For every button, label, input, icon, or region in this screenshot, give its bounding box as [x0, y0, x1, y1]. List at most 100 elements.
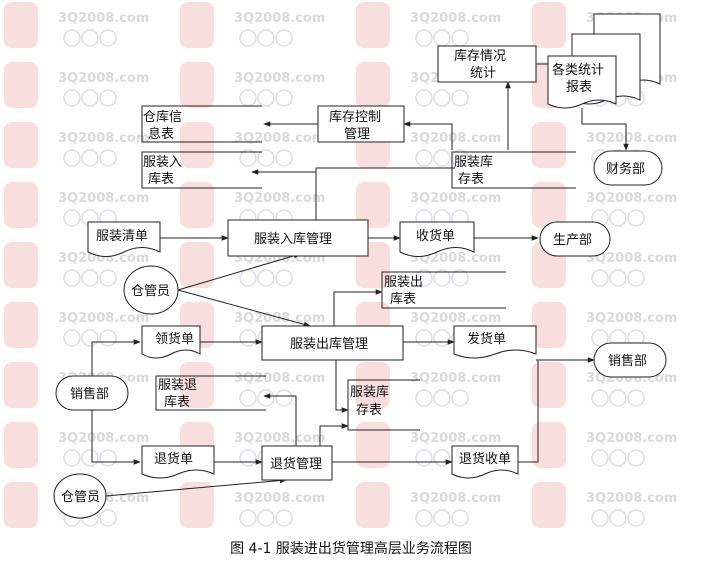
flow-keeper-to-storage-in [177, 253, 301, 291]
watermark-rings [239, 149, 293, 167]
watermark-logo [4, 362, 38, 408]
watermark-logo [532, 122, 566, 168]
watermark-tile: 3Q2008.com [180, 2, 325, 48]
watermark-logo [180, 182, 214, 228]
doc-stat-reports: 各类统计 报表 [547, 13, 661, 109]
entities: 财务部 生产部 仓管员 销售部 销售部 仓管员 [53, 150, 667, 519]
watermark-tile: 3Q2008.com [532, 182, 677, 228]
watermark-logo [356, 422, 390, 468]
watermark-logo [4, 2, 38, 48]
doc-return-receipt: 退货收单 [451, 445, 519, 479]
watermark-logo [180, 362, 214, 408]
watermark-tile: 3Q2008.com [356, 2, 501, 48]
watermark-logo [532, 422, 566, 468]
watermark-logo [180, 122, 214, 168]
flow-out-to-out-table [333, 289, 383, 326]
svg-text:服装退: 服装退 [158, 378, 197, 393]
processes: 库存控制 管理 库存情况 统计 服装入库管理 服装出库管理 退货管理 [227, 45, 537, 481]
watermark-logo [356, 482, 390, 528]
watermark-logo [532, 2, 566, 48]
watermark-text: 3Q2008.com [586, 491, 677, 506]
data-stores: 仓库信 息表 服装入 库表 服装库 存表 服装出 库表 服装退 库表 [141, 105, 576, 431]
figure-caption: 图 4-1 服装进出货管理高层业务流程图 [230, 541, 472, 557]
watermark-text: 3Q2008.com [58, 251, 149, 266]
watermark-logo [356, 62, 390, 108]
process-inventory-stats: 库存情况 统计 [437, 45, 537, 83]
watermark-logo [532, 362, 566, 408]
store-clothing-in: 服装入 库表 [141, 151, 262, 189]
watermark-tile: 3Q2008.com [180, 62, 325, 108]
watermark-tile: 3Q2008.com [4, 62, 149, 108]
watermark-tile: 3Q2008.com [532, 482, 677, 528]
watermark-text: 3Q2008.com [234, 71, 325, 86]
svg-text:财务部: 财务部 [606, 161, 645, 177]
watermark-text: 3Q2008.com [410, 11, 501, 26]
watermark-text: 3Q2008.com [58, 191, 149, 206]
svg-text:报表: 报表 [566, 80, 592, 95]
watermark-tile: 3Q2008.com [4, 182, 149, 228]
watermark-logo [532, 182, 566, 228]
watermark-rings [415, 389, 469, 407]
watermark-text: 3Q2008.com [586, 191, 677, 206]
flow-stock-to-inventory-control [403, 121, 453, 150]
watermark-text: 3Q2008.com [410, 131, 501, 146]
watermark-logo [4, 182, 38, 228]
process-inventory-control: 库存控制 管理 [317, 105, 405, 143]
flow-keeper-to-return-mgmt [105, 477, 287, 497]
watermark-text: 3Q2008.com [234, 11, 325, 26]
watermark-tile: 3Q2008.com [356, 482, 501, 528]
watermark-logo [4, 122, 38, 168]
watermark-logo [180, 2, 214, 48]
watermark-rings [591, 269, 645, 287]
flow-return-to-stock-bottom [319, 423, 349, 446]
svg-text:销售部: 销售部 [608, 353, 647, 369]
svg-text:退货管理: 退货管理 [270, 456, 322, 472]
watermark-rings [63, 329, 117, 347]
entity-production: 生产部 [539, 221, 611, 257]
svg-text:生产部: 生产部 [553, 233, 592, 248]
watermark-text: 3Q2008.com [234, 431, 325, 446]
watermark-text: 3Q2008.com [410, 431, 501, 446]
svg-text:服装出库管理: 服装出库管理 [290, 336, 368, 352]
store-clothing-stock-bottom: 服装库 存表 [347, 379, 420, 431]
entity-sales-right: 销售部 [593, 342, 667, 378]
watermark-rings [415, 269, 469, 287]
watermark-tile: 3Q2008.com [4, 2, 149, 48]
watermark-rings [63, 149, 117, 167]
svg-text:库表: 库表 [164, 394, 190, 410]
watermark-logo [356, 362, 390, 408]
watermark-rings [63, 89, 117, 107]
entity-keeper-top: 仓管员 [123, 265, 179, 315]
watermark-logo [180, 242, 214, 288]
watermark-rings [239, 29, 293, 47]
entity-finance: 财务部 [593, 150, 663, 186]
watermark-rings [63, 269, 117, 287]
watermark-rings [239, 509, 293, 527]
doc-clothing-list: 服装清单 [87, 221, 161, 257]
svg-text:服装清单: 服装清单 [96, 229, 148, 244]
process-storage-in: 服装入库管理 [227, 219, 369, 257]
watermark-logo [4, 302, 38, 348]
watermark-tile: 3Q2008.com [180, 362, 325, 408]
svg-text:统计: 统计 [470, 66, 496, 81]
svg-text:服装入库管理: 服装入库管理 [254, 231, 332, 247]
flow-sales-to-return-note [91, 410, 141, 465]
watermark-tile: 3Q2008.com [180, 482, 325, 528]
watermark-text: 3Q2008.com [586, 431, 677, 446]
watermark-text: 3Q2008.com [410, 371, 501, 386]
watermark-text: 3Q2008.com [586, 251, 677, 266]
doc-receipt: 收货单 [399, 221, 475, 257]
svg-text:收货单: 收货单 [416, 228, 455, 244]
watermark-logo [180, 62, 214, 108]
watermark-logo [356, 2, 390, 48]
watermark-tile: 3Q2008.com [4, 122, 149, 168]
flow-keeper-to-storage-out [177, 289, 311, 328]
svg-text:服装出: 服装出 [384, 275, 423, 290]
watermark-text: 3Q2008.com [410, 191, 501, 206]
watermark-text: 3Q2008.com [58, 11, 149, 26]
svg-text:管理: 管理 [344, 127, 370, 142]
watermark-rings [415, 509, 469, 527]
watermark-tile: 3Q2008.com [532, 422, 677, 468]
svg-text:各类统计: 各类统计 [552, 62, 604, 78]
